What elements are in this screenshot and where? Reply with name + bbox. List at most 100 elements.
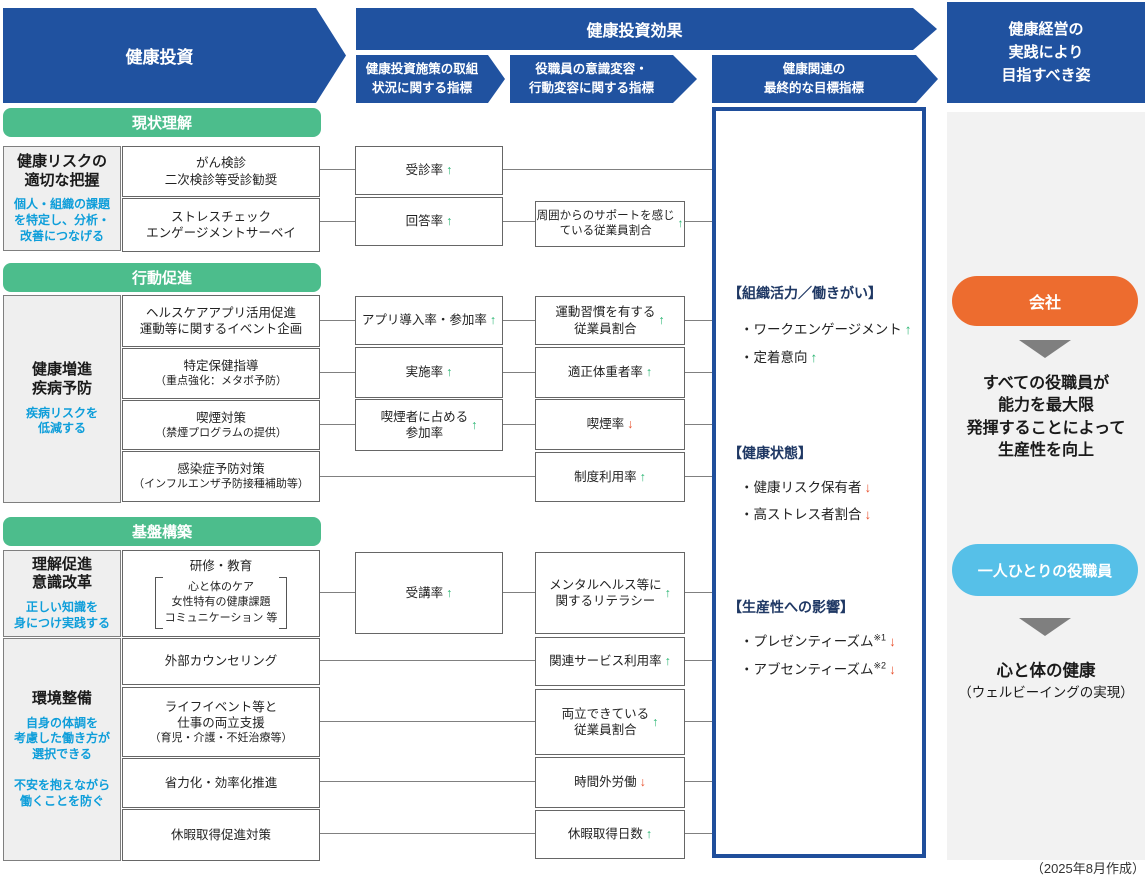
metric-label: 時間外労働 — [574, 775, 637, 790]
footnote-marker: ※1 — [873, 632, 887, 643]
stage-arrow-process-metrics: 健康投資施策の取組 状況に関する指標 — [356, 55, 505, 103]
final-goals-box: 【組織活力／働きがい】 ・ワークエンゲージメント↑ ・定着意向↑ 【健康状態】 … — [712, 107, 926, 858]
category-title: 理解促進 意識改革 — [31, 555, 92, 592]
trend-arrow-icon: ↓ — [864, 507, 872, 522]
goal-group-heading: 【生産性への影響】 — [728, 599, 854, 615]
goal-item: ・健康リスク保有者↓ — [740, 476, 871, 496]
activity-sublabel: （育児・介護・不妊治療等） — [149, 732, 293, 745]
bracket-item: コミュニケーション 等 — [164, 611, 278, 624]
bracket-left — [154, 577, 163, 630]
metric-healthy-weight-ratio: 適正体重者率↑ — [535, 347, 685, 398]
bracket-item: 心と体のケア — [188, 581, 254, 594]
bracket-item: 女性特有の健康課題 — [171, 596, 271, 609]
category-risk-grasp: 健康リスクの 適切な把握 個人・組織の課題 を特定し、分析・ 改善につなげる — [3, 146, 121, 251]
goal-item-label: ・高ストレス者割合 — [740, 507, 862, 522]
metric-related-service-usage: 関連サービス利用率↑ — [535, 637, 685, 686]
activity-cancer-screening: がん検診 二次検診等受診勧奨 — [122, 146, 320, 197]
section-header-behavior-promotion: 行動促進 — [3, 263, 321, 292]
activity-stress-check: ストレスチェック エンゲージメントサーベイ — [122, 198, 320, 252]
activity-label: 休暇取得促進対策 — [170, 827, 271, 842]
metric-consultation-rate: 受診率↑ — [355, 146, 503, 195]
activity-label: 外部カウンセリング — [164, 654, 278, 669]
category-title: 健康増進 疾病予防 — [31, 361, 92, 397]
trend-arrow-icon: ↑ — [446, 585, 453, 600]
training-topics-bracket: 心と体のケア 女性特有の健康課題 コミュニケーション 等 — [153, 577, 290, 630]
bracket-right — [279, 577, 288, 630]
trend-arrow-icon: ↑ — [904, 322, 912, 337]
metric-smoking-rate: 喫煙率↓ — [535, 399, 685, 450]
metric-mental-health-literacy: メンタルヘルス等に 関するリテラシー↑ — [535, 552, 685, 634]
metric-response-rate: 回答率↑ — [355, 197, 503, 246]
activity-sublabel: （禁煙プログラムの提供） — [155, 426, 287, 439]
trend-arrow-icon: ↑ — [446, 163, 453, 178]
activity-label: 研修・教育 — [189, 558, 253, 573]
trend-arrow-icon: ↑ — [658, 313, 665, 328]
activity-external-counseling: 外部カウンセリング — [122, 638, 320, 685]
metric-label: メンタルヘルス等に 関するリテラシー — [549, 577, 662, 608]
connector-line — [318, 721, 712, 722]
metric-overtime-work: 時間外労働↓ — [535, 757, 685, 808]
activity-health-guidance: 特定保健指導 （重点強化：メタボ予防） — [122, 348, 320, 399]
metric-label: アプリ導入率・参加率 — [361, 313, 487, 328]
activity-training-education: 研修・教育 心と体のケア 女性特有の健康課題 コミュニケーション 等 — [122, 550, 320, 637]
activity-infection-prevention: 感染症予防対策 （インフルエンザ予防接種補助等） — [122, 451, 320, 502]
trend-arrow-icon: ↓ — [889, 662, 896, 677]
connector-line — [318, 169, 712, 170]
category-desc: 自身の体調を 考慮した働き方が 選択できる 不安を抱えながら 働くことを防ぐ — [13, 715, 110, 808]
connector-line — [318, 476, 712, 477]
trend-arrow-icon: ↑ — [664, 585, 671, 600]
metric-label: 喫煙者に占める 参加率 — [380, 409, 469, 440]
company-goal-text: すべての役職員が 能力を最大限 発揮することによって 生産性を向上 — [966, 375, 1126, 460]
individual-goal-sub: （ウェルビーイングの実現） — [958, 685, 1134, 700]
goal-item-label: ・定着意向 — [740, 350, 808, 365]
category-understanding: 理解促進 意識改革 正しい知識を 身につけ実践する — [3, 550, 121, 637]
metric-app-adoption-rate: アプリ導入率・参加率↑ — [355, 296, 503, 345]
metric-support-feeling-ratio: 周囲からのサポートを感じ ている従業員割合↑ — [535, 201, 685, 247]
connector-line — [318, 320, 712, 321]
activity-vacation-promotion: 休暇取得促進対策 — [122, 809, 320, 861]
goal-item: ・ワークエンゲージメント↑ — [740, 318, 911, 338]
trend-arrow-icon: ↑ — [677, 217, 684, 230]
category-title: 環境整備 — [31, 689, 92, 707]
activity-sublabel: （インフルエンザ予防接種補助等） — [133, 478, 309, 491]
trend-arrow-icon: ↓ — [639, 775, 646, 790]
metric-system-usage-rate: 制度利用率↑ — [535, 452, 685, 502]
activity-label: 喫煙対策 — [195, 410, 246, 425]
metric-label: 両立できている 従業員割合 — [561, 706, 650, 737]
connector-line — [318, 781, 712, 782]
connector-line — [318, 660, 712, 661]
goal-item-label: ・プレゼンティーズム — [740, 634, 874, 649]
trend-arrow-icon: ↑ — [639, 469, 646, 484]
connector-line — [318, 221, 712, 222]
metric-label: 運動習慣を有する 従業員割合 — [555, 305, 656, 336]
stage-arrow-behavior-metrics: 役職員の意識変容・ 行動変容に関する指標 — [510, 55, 697, 103]
trend-arrow-icon: ↑ — [489, 313, 497, 328]
trend-arrow-icon: ↑ — [664, 654, 671, 669]
metric-label: 適正体重者率 — [567, 365, 643, 380]
metric-label: 喫煙率 — [586, 417, 625, 432]
activity-label: ストレスチェック エンゲージメントサーベイ — [146, 209, 296, 240]
trend-arrow-icon: ↑ — [810, 350, 818, 365]
activity-smoking-countermeasure: 喫煙対策 （禁煙プログラムの提供） — [122, 400, 320, 450]
metric-label: 実施率 — [405, 365, 444, 380]
activity-efficiency-promotion: 省力化・効率化推進 — [122, 758, 320, 808]
activity-label: ヘルスケアアプリ活用促進 運動等に関するイベント企画 — [139, 305, 303, 336]
goal-item-label: ・健康リスク保有者 — [740, 480, 862, 495]
trend-arrow-icon: ↓ — [864, 480, 872, 495]
metric-vacation-days: 休暇取得日数↑ — [535, 810, 685, 859]
metric-exercise-habit-ratio: 運動習慣を有する 従業員割合↑ — [535, 296, 685, 345]
header-arrow-effect: 健康投資効果 — [356, 8, 937, 50]
activity-label: 特定保健指導 — [183, 359, 259, 374]
trend-arrow-icon: ↑ — [645, 365, 653, 380]
trend-arrow-icon: ↑ — [446, 214, 453, 229]
arrow-down-icon — [1019, 340, 1071, 358]
trend-arrow-icon: ↑ — [645, 827, 653, 842]
category-title: 健康リスクの 適切な把握 — [16, 152, 107, 189]
activity-label: がん検診 二次検診等受診勧奨 — [164, 156, 278, 187]
connector-line — [318, 372, 712, 373]
connector-line — [318, 424, 712, 425]
goal-item: ・アブセンティーズム※2↓ — [740, 658, 896, 678]
connector-line — [318, 592, 712, 593]
activity-sublabel: （重点強化：メタボ予防） — [155, 375, 287, 388]
metric-label: 周囲からのサポートを感じ ている従業員割合 — [536, 210, 675, 237]
